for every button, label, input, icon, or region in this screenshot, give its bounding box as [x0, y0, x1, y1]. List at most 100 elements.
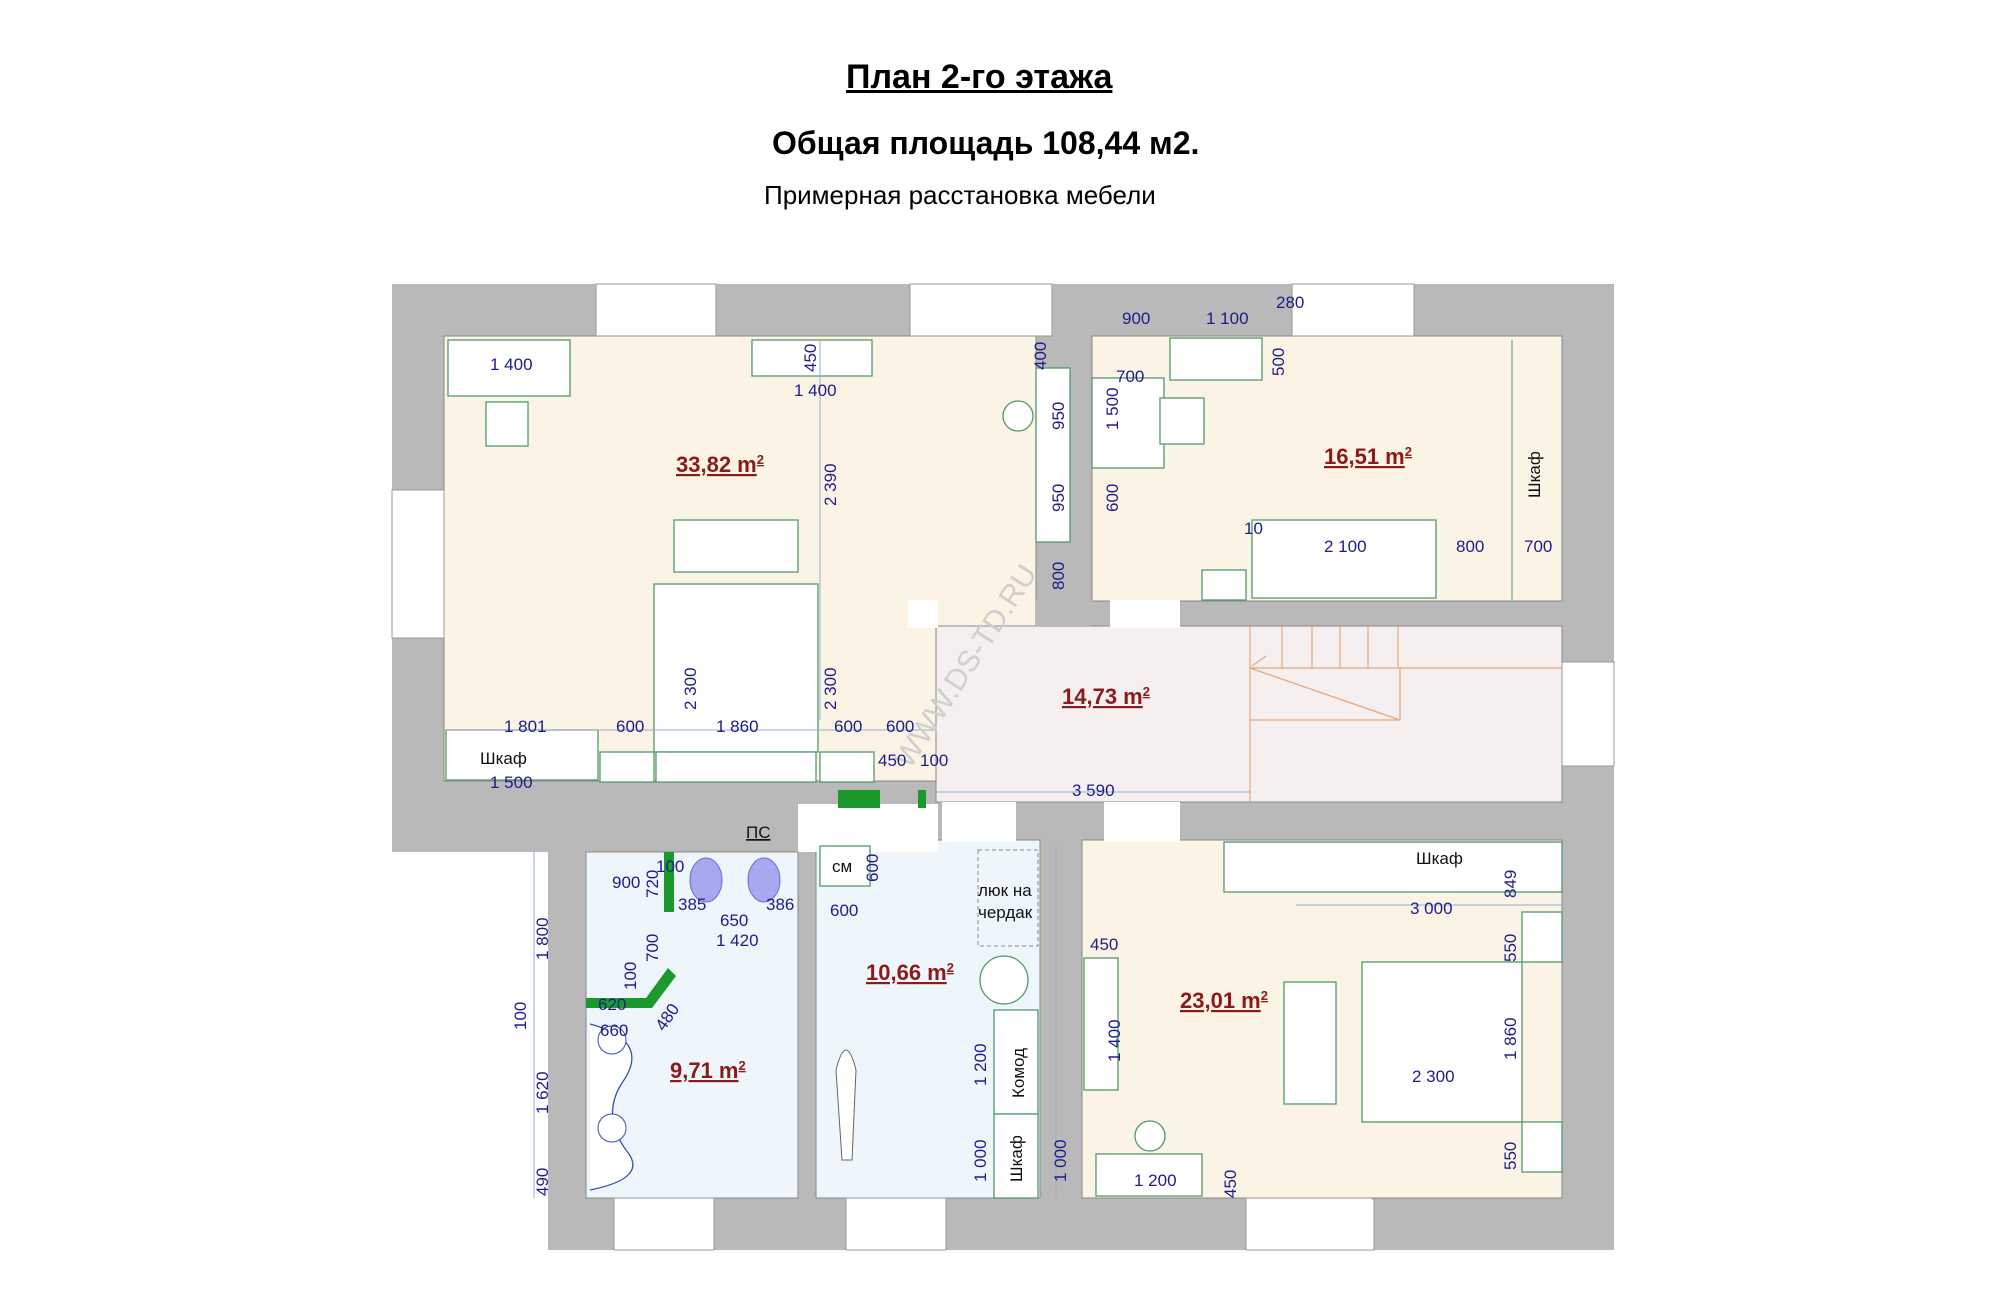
- double-bed: [653, 583, 819, 753]
- door-gap-5: [1036, 600, 1092, 626]
- washbasin-icon: [597, 1025, 627, 1055]
- dimension-label: 620: [598, 995, 626, 1014]
- dimension-label: 1 200: [971, 1043, 990, 1086]
- double-bed: [1361, 961, 1523, 1123]
- desk: [1091, 377, 1165, 469]
- dimension-label: 450: [878, 751, 906, 770]
- dimension-label: 1 400: [794, 381, 837, 400]
- washer-label: см: [832, 857, 852, 876]
- room-bathroom: [585, 851, 799, 1199]
- door-gap-4: [908, 600, 938, 628]
- dimension-label: 490: [533, 1168, 552, 1196]
- dimension-label: 2 300: [821, 667, 840, 710]
- washing-machine: [819, 845, 871, 887]
- room-hall: [935, 625, 1563, 803]
- dimension-label: 2 100: [1324, 537, 1367, 556]
- bench: [1283, 981, 1337, 1105]
- door-gap-1: [942, 802, 1016, 842]
- window: [1245, 1197, 1375, 1251]
- window: [595, 283, 717, 337]
- dimension-label: 450: [801, 344, 820, 372]
- dimension-label: 1 400: [490, 355, 533, 374]
- dimension-label: 1 400: [1105, 1019, 1124, 1062]
- bedside-table: [1521, 911, 1563, 963]
- dimension-label: 385: [678, 895, 706, 914]
- window: [391, 489, 445, 639]
- dimension-label: 1 000: [1051, 1139, 1070, 1182]
- dimension-label: 500: [1269, 348, 1288, 376]
- window: [845, 1197, 947, 1251]
- area-bedroom-large: 33,82 m2: [676, 452, 764, 477]
- bench: [673, 519, 799, 573]
- dimension-label: 849: [1501, 870, 1520, 898]
- round-table: [979, 955, 1029, 1005]
- dimension-label: 600: [863, 854, 882, 882]
- dimension-label: 550: [1501, 1142, 1520, 1170]
- riser-block: [838, 790, 880, 808]
- plan-title: План 2-го этажа: [846, 58, 1113, 96]
- dimension-label: 1 500: [1103, 387, 1122, 430]
- area-bathroom: 9,71 m2: [670, 1058, 746, 1083]
- dimension-label: 720: [643, 870, 662, 898]
- riser-wall-diagonal: [586, 968, 676, 1008]
- dimension-label: 950: [1049, 402, 1068, 430]
- bed-footboard: [655, 751, 817, 783]
- riser-wall: [664, 852, 674, 912]
- dimension-label: 450: [1221, 1170, 1240, 1198]
- dresser: [993, 1009, 1039, 1115]
- dimension-label: 600: [830, 901, 858, 920]
- dimension-label: 1 420: [716, 931, 759, 950]
- attic-hatch-label: чердак: [978, 903, 1033, 922]
- bedside-table: [819, 751, 875, 783]
- dimension-label: 650: [720, 911, 748, 930]
- attic-hatch-label: люк на: [978, 881, 1032, 900]
- dimension-label: 450: [1090, 935, 1118, 954]
- dimension-label: 550: [1501, 934, 1520, 962]
- ironing-board: [835, 1049, 857, 1161]
- dimension-label: 1 200: [1134, 1171, 1177, 1190]
- window: [909, 283, 1053, 337]
- dresser-label: Комод: [1009, 1048, 1028, 1098]
- dimension-label: 3 000: [1410, 899, 1453, 918]
- dimension-label: 950: [1049, 484, 1068, 512]
- dimension-label: 1 801: [504, 717, 547, 736]
- bidet: [747, 857, 781, 903]
- dimension-label: 2 390: [821, 463, 840, 506]
- dimension-label: 800: [1456, 537, 1484, 556]
- dimension-label: 1 860: [716, 717, 759, 736]
- dimension-label: 400: [1031, 342, 1050, 370]
- chair: [485, 401, 529, 447]
- dimension-label: 600: [834, 717, 862, 736]
- wardrobe-label: Шкаф: [1525, 451, 1544, 498]
- chair: [1159, 397, 1205, 445]
- dimension-label: 386: [766, 895, 794, 914]
- wardrobe: [445, 729, 599, 781]
- dimension-label: 100: [621, 962, 640, 990]
- bedside-table: [599, 751, 655, 783]
- dimension-label: 600: [1103, 484, 1122, 512]
- tv-stand: [1083, 957, 1119, 1091]
- window: [1371, 1197, 1374, 1200]
- total-area-heading: Общая площадь 108,44 м2.: [772, 125, 1200, 161]
- dimension-label: 700: [1524, 537, 1552, 556]
- dimension-label: 1 500: [490, 773, 533, 792]
- door-gap-3: [1110, 600, 1180, 628]
- desk: [447, 339, 571, 397]
- wardrobe-label: Шкаф: [1007, 1135, 1026, 1182]
- dimension-label: 100: [656, 857, 684, 876]
- furniture-note: Примерная расстановка мебели: [764, 180, 1156, 210]
- riser-block: [918, 790, 926, 808]
- riser-label: ПС: [746, 823, 771, 842]
- dimension-label: 600: [886, 717, 914, 736]
- dimension-label: 700: [643, 934, 662, 962]
- window: [1291, 283, 1415, 337]
- plant: [1002, 400, 1034, 432]
- wardrobe-label: Шкаф: [1416, 849, 1463, 868]
- wardrobe: [993, 1113, 1039, 1199]
- dimension-label: 1 100: [1206, 309, 1249, 328]
- dimension-label: 100: [920, 751, 948, 770]
- window: [613, 1197, 715, 1251]
- dimension-label: 900: [1122, 309, 1150, 328]
- dimension-label: 100: [511, 1002, 530, 1030]
